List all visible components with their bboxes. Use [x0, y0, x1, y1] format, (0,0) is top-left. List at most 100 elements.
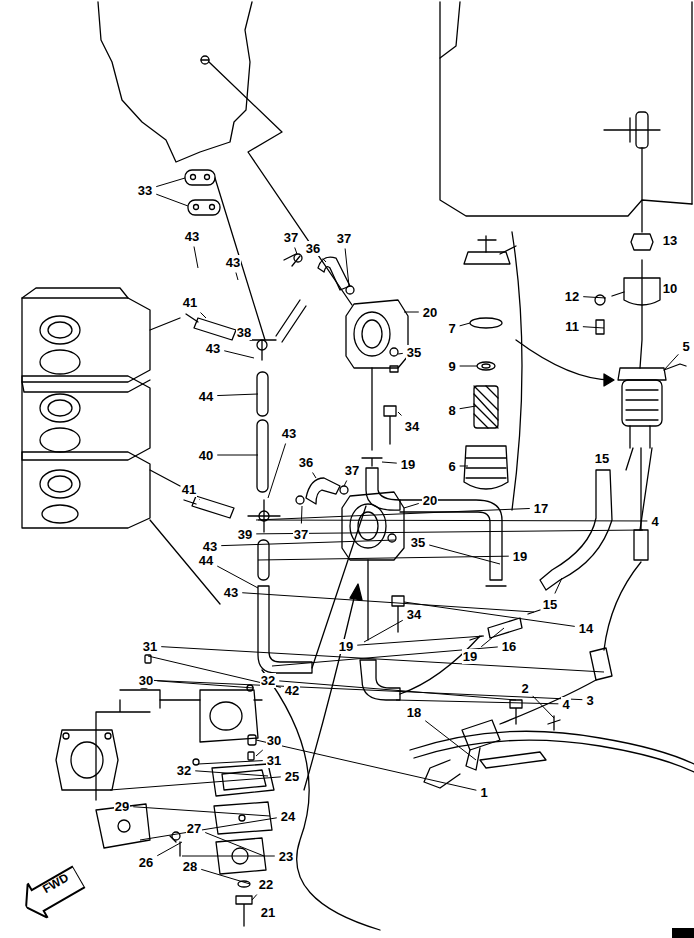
leader-line [256, 530, 643, 534]
callout-number: 6 [447, 459, 456, 474]
callout-number: 33 [137, 183, 153, 198]
leader-line [161, 647, 604, 672]
leader-line [252, 895, 257, 901]
callout-number: 43 [205, 341, 221, 356]
callout-number: 44 [198, 553, 214, 568]
callout-number: 41 [181, 482, 197, 497]
callout-number: 31 [266, 753, 282, 768]
callout-number: 32 [260, 673, 276, 688]
callout-number: 23 [278, 849, 294, 864]
leader-line [382, 462, 397, 463]
callout-number: 34 [406, 607, 422, 622]
callout-number: 17 [533, 501, 549, 516]
callout-number: 36 [298, 455, 314, 470]
callout-number: 41 [182, 295, 198, 310]
callout-number: 2 [520, 681, 529, 696]
leader-line [133, 807, 270, 816]
leader-line [583, 297, 606, 298]
leader-line [460, 406, 476, 409]
callout-number: 19 [338, 639, 354, 654]
callout-number: 34 [404, 419, 420, 434]
leader-line [357, 636, 484, 645]
leader-line [268, 444, 286, 499]
callout-number: 43 [281, 426, 297, 441]
leader-line [140, 818, 277, 840]
leader-line [110, 777, 281, 790]
leader-line [323, 259, 326, 263]
leader-line [201, 869, 250, 884]
callout-number: 1 [479, 785, 488, 800]
leader-line [256, 740, 476, 790]
callout-number: 4 [650, 514, 659, 529]
callout-number: 13 [662, 233, 678, 248]
callout-number: 44 [198, 389, 214, 404]
callout-number: 30 [138, 673, 154, 688]
leader-line [144, 680, 582, 700]
leader-line [199, 499, 201, 501]
leader-line [224, 351, 254, 358]
callout-number: 43 [223, 585, 239, 600]
leader-line [258, 520, 647, 522]
callout-number: 37 [336, 231, 352, 246]
callout-number: 31 [142, 639, 158, 654]
leader-line [156, 194, 188, 206]
leader-line [425, 721, 476, 760]
leader-line [460, 323, 470, 326]
callout-number: 37 [344, 463, 360, 478]
callout-number: 11 [564, 319, 580, 334]
leader-line [156, 178, 185, 187]
callout-number: 21 [260, 905, 276, 920]
leader-line [404, 503, 419, 508]
callout-number: 25 [284, 769, 300, 784]
callout-number: 28 [182, 859, 198, 874]
leader-line [157, 681, 254, 688]
callout-number: 7 [447, 321, 456, 336]
callout-number: 19 [462, 649, 478, 664]
callout-number: 36 [305, 241, 321, 256]
leader-line [194, 247, 198, 269]
leader-line [205, 832, 264, 856]
callout-number: 32 [176, 763, 192, 778]
leader-line [404, 312, 419, 313]
leader-line [460, 366, 477, 367]
callout-number: 35 [410, 535, 426, 550]
leader-line [217, 455, 258, 456]
callout-number: 19 [400, 457, 416, 472]
callout-number: 29 [114, 799, 130, 814]
leader-line [345, 249, 349, 287]
callout-number: 16 [501, 639, 517, 654]
callout-number: 10 [662, 281, 678, 296]
callout-number: 5 [681, 339, 690, 354]
leader-line [301, 506, 303, 524]
leader-line [182, 856, 275, 857]
leader-line [429, 545, 500, 564]
callout-number: 20 [422, 493, 438, 508]
callout-number: 15 [542, 597, 558, 612]
callout-number: 43 [184, 229, 200, 244]
leader-line [217, 394, 258, 396]
callout-number: 8 [447, 403, 456, 418]
callout-number: 26 [138, 855, 154, 870]
callout-number: 43 [202, 539, 218, 554]
leader-line [258, 556, 509, 560]
leader-line [272, 647, 498, 666]
leader-line [664, 354, 678, 370]
callout-number: 40 [198, 448, 214, 463]
leader-line [256, 750, 263, 756]
callout-number: 37 [283, 230, 299, 245]
callout-number: 35 [406, 345, 422, 360]
callout-number: 12 [564, 289, 580, 304]
callout-number: 15 [594, 451, 610, 466]
callout-number: 3 [585, 693, 594, 708]
callout-number: 39 [237, 527, 253, 542]
callout-number: 19 [512, 549, 528, 564]
leader-line [236, 273, 238, 281]
leader-line [256, 508, 530, 520]
callout-number: 42 [284, 683, 300, 698]
leader-line [295, 248, 297, 255]
leader-line [555, 578, 562, 594]
callout-number: 30 [266, 733, 282, 748]
leader-line [583, 327, 604, 328]
callout-number: 14 [578, 621, 594, 636]
callout-number: 9 [447, 359, 456, 374]
